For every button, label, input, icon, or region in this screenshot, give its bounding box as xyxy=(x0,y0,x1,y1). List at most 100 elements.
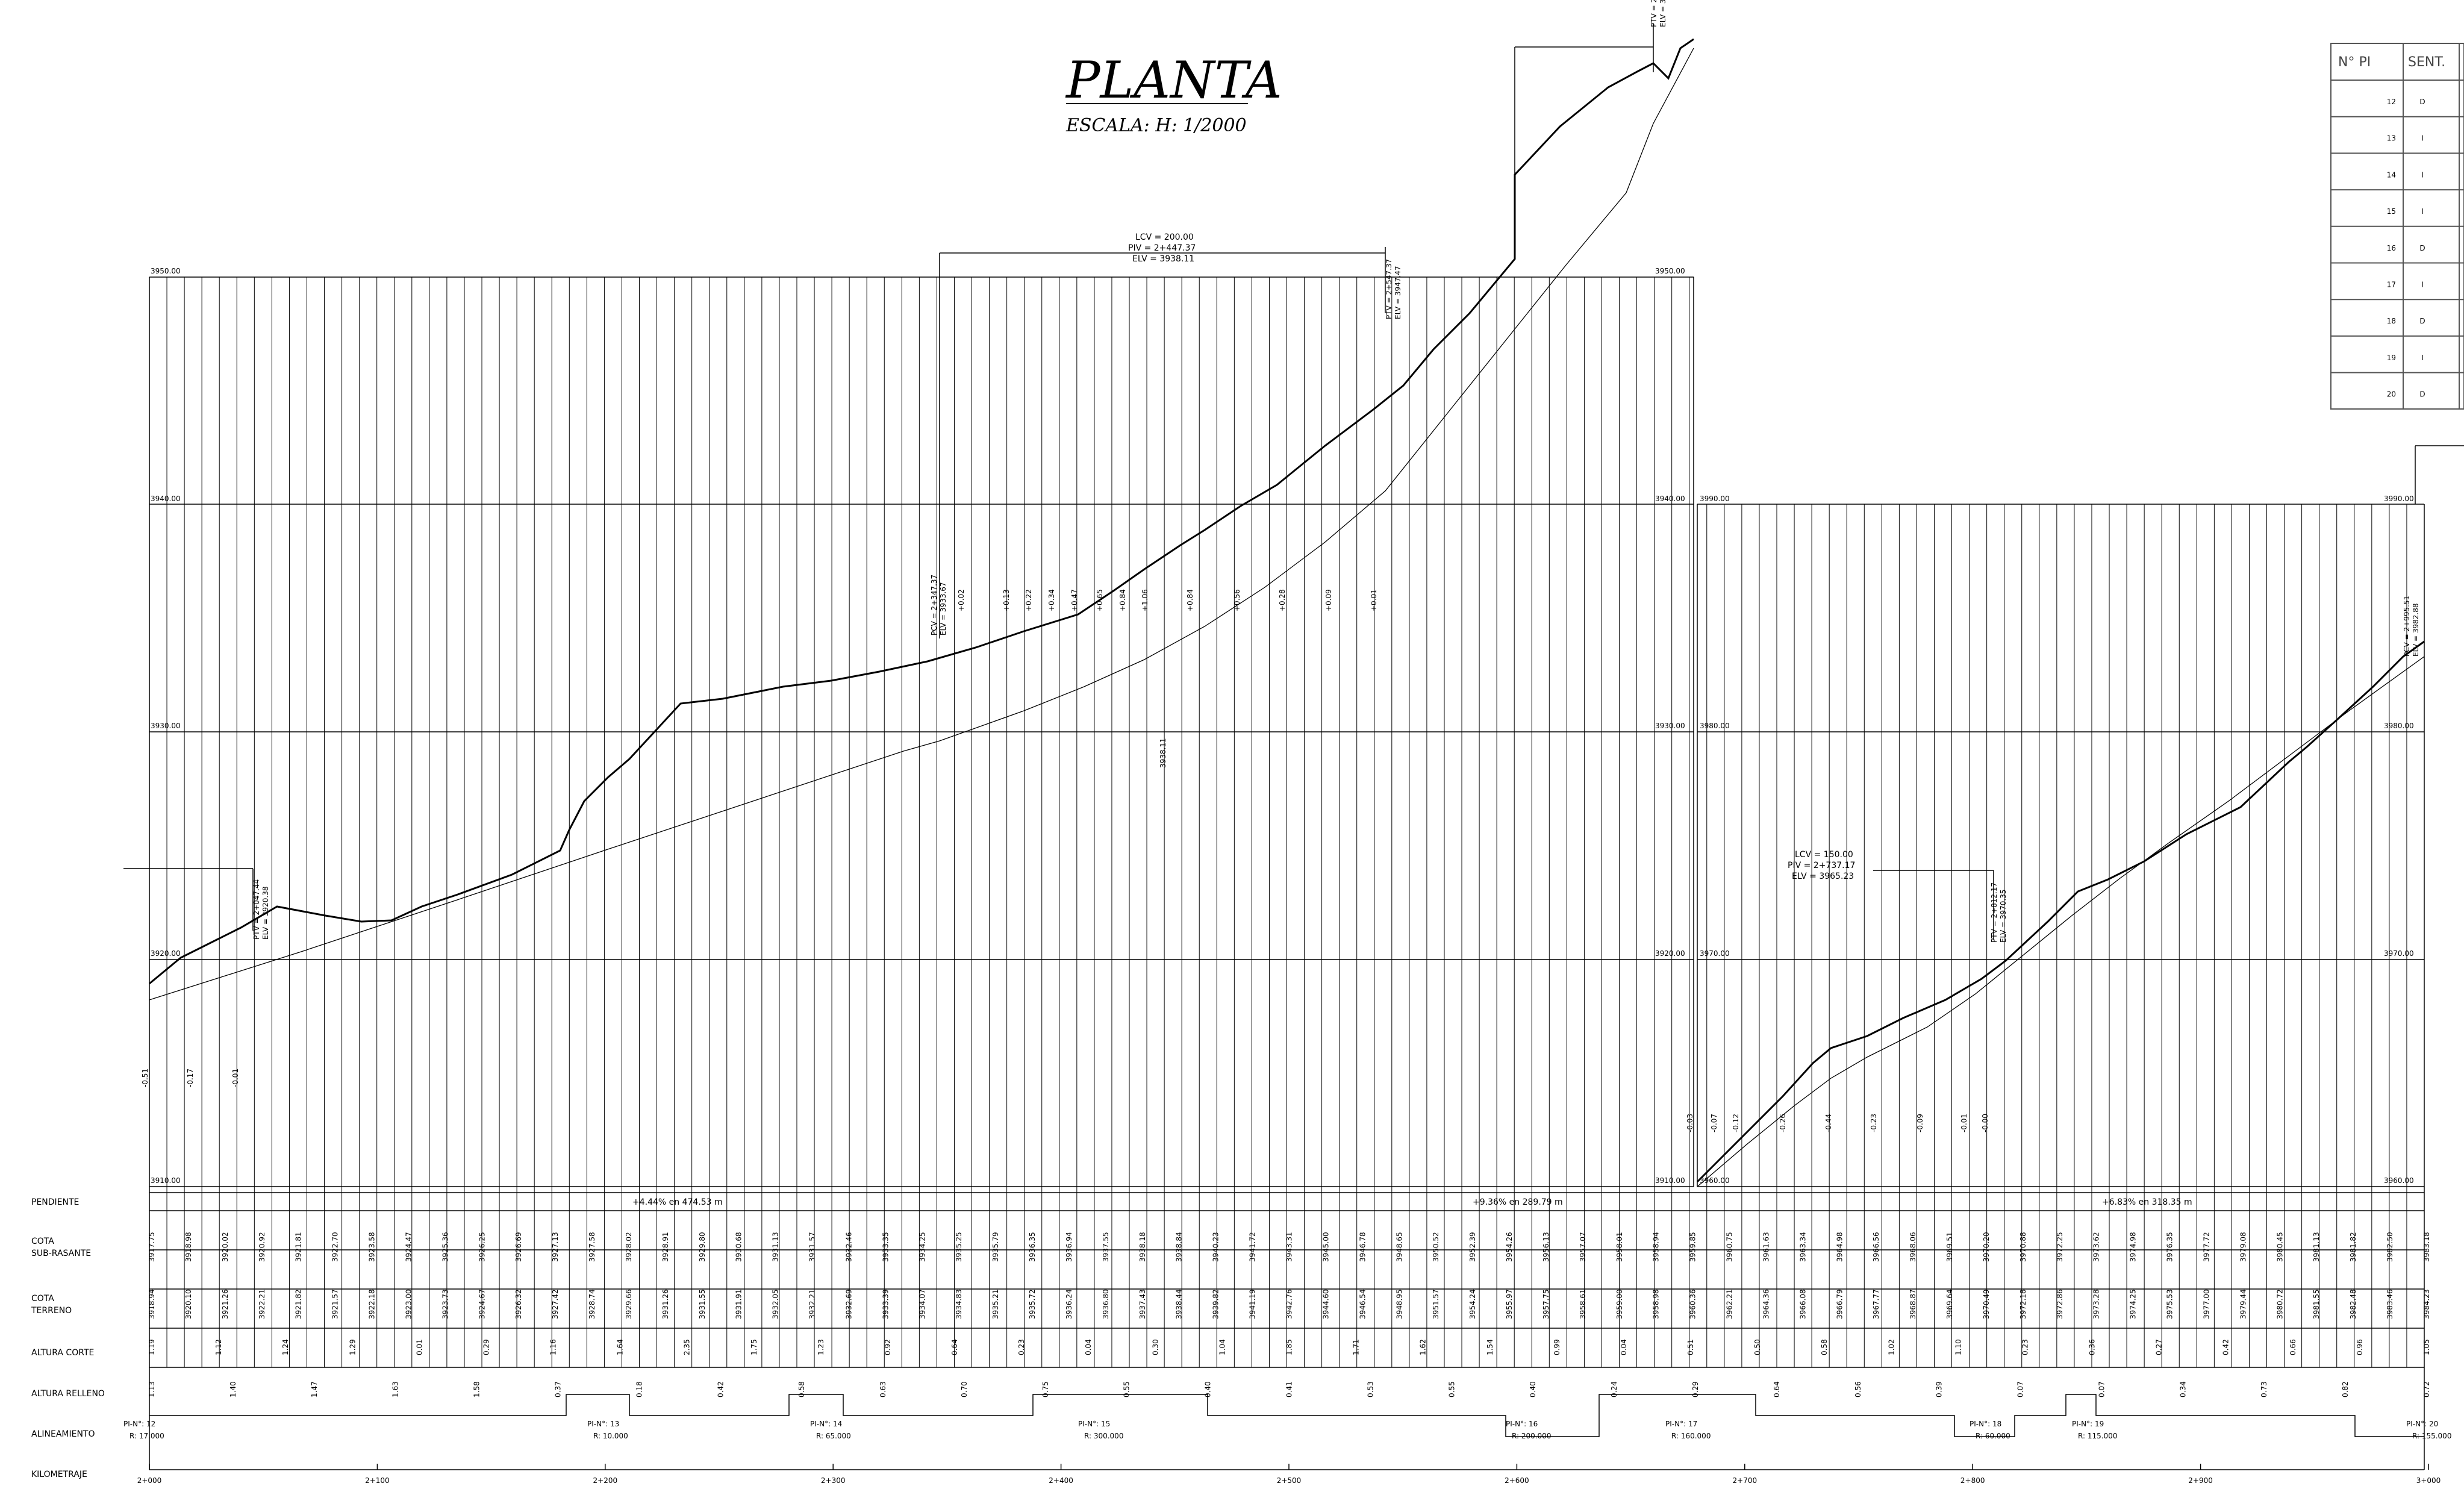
cota-subrasante-value: 3973.62 xyxy=(2092,1232,2101,1262)
curve-piv: PIV = 2+737.17 xyxy=(1788,861,1855,870)
cota-terreno-value: 3948.95 xyxy=(1395,1289,1403,1319)
cota-terreno-value: 3977.00 xyxy=(2202,1289,2210,1319)
label-kilometraje: KILOMETRAJE xyxy=(31,1470,87,1479)
cut-fill-mark: -0.12 xyxy=(1732,1114,1740,1132)
label-pendiente: PENDIENTE xyxy=(31,1197,79,1207)
altura-relleno-value: 0.41 xyxy=(1285,1381,1294,1397)
altura-relleno-value: 0.53 xyxy=(1366,1381,1374,1397)
cota-subrasante-value: 3948.65 xyxy=(1395,1232,1403,1262)
chainage-label: 2+300 xyxy=(821,1476,846,1485)
altura-relleno-value: 1.58 xyxy=(473,1381,481,1397)
vertical-curve-note: 3938.11 xyxy=(1159,738,1167,768)
altura-relleno-value: 0.73 xyxy=(2260,1381,2268,1397)
cota-subrasante-value: 3928.91 xyxy=(661,1232,670,1262)
cota-subrasante-value: 3938.84 xyxy=(1175,1232,1184,1262)
cota-subrasante-value: 3964.98 xyxy=(1835,1232,1844,1262)
cota-terreno-value: 3959.00 xyxy=(1615,1289,1624,1319)
cota-terreno-value: 3922.21 xyxy=(258,1289,266,1319)
slope-label: +4.44% en 474.53 m xyxy=(632,1197,723,1207)
cota-terreno-value: 3960.36 xyxy=(1689,1289,1697,1319)
cota-terreno-value: 3934.83 xyxy=(955,1289,963,1319)
altura-relleno-value: 0.29 xyxy=(1691,1381,1700,1397)
elevation-label: 3990.00 xyxy=(2384,495,2414,503)
cota-subrasante-value: 3977.72 xyxy=(2202,1232,2210,1262)
altura-corte-value: 2.35 xyxy=(683,1339,691,1355)
cota-subrasante-value: 3966.56 xyxy=(1872,1232,1880,1262)
cota-terreno-value: 3923.00 xyxy=(404,1289,413,1319)
chainage-label: 2+000 xyxy=(137,1476,162,1485)
altura-corte-value: 1.62 xyxy=(1419,1339,1427,1355)
cota-subrasante-value: 3968.06 xyxy=(1909,1232,1917,1262)
altura-relleno-value: 0.63 xyxy=(879,1381,887,1397)
cota-terreno-value: 3920.10 xyxy=(184,1289,193,1319)
vertical-curve-note: PCV = 2+995.51 xyxy=(2403,596,2411,657)
curve-elv: ELV = 3938.11 xyxy=(1132,254,1194,264)
chainage-label: 2+600 xyxy=(1505,1476,1529,1485)
elevation-label: 3960.00 xyxy=(2384,1176,2414,1185)
cota-subrasante-value: 3922.70 xyxy=(331,1232,340,1262)
cut-fill-mark: +0.28 xyxy=(1278,589,1287,611)
cota-subrasante-value: 3930.68 xyxy=(735,1232,743,1262)
cota-subrasante-value: 3981.13 xyxy=(2312,1232,2321,1262)
cota-terreno-value: 3933.39 xyxy=(881,1289,890,1319)
vertical-curve-note: PTV = 2+047.44 xyxy=(252,879,261,940)
label-altura-relleno: ALTURA RELLENO xyxy=(31,1389,105,1399)
cut-fill-mark: +0.65 xyxy=(1096,589,1104,611)
alignment-pi: PI-N°: 16 xyxy=(1506,1420,1538,1428)
alignment-radius: R: 10.000 xyxy=(593,1432,628,1440)
altura-corte-value: 1.10 xyxy=(1954,1339,1962,1355)
cota-subrasante-value: 3979.08 xyxy=(2239,1232,2247,1262)
pi-table-cell-pi: 13 xyxy=(2387,134,2396,143)
pi-table-cell-pi: 16 xyxy=(2387,244,2396,252)
cota-subrasante-value: 3974.98 xyxy=(2129,1232,2138,1262)
altura-relleno-value: 0.70 xyxy=(960,1381,968,1397)
cota-terreno-value: 3979.44 xyxy=(2239,1289,2247,1319)
altura-relleno-value: 0.39 xyxy=(1935,1381,1944,1397)
altura-relleno-value: 0.07 xyxy=(2016,1381,2025,1397)
cota-terreno-value: 3918.94 xyxy=(148,1289,156,1319)
cota-subrasante-value: 3934.25 xyxy=(918,1232,926,1262)
altura-relleno-value: 1.13 xyxy=(148,1381,156,1397)
label-alineamiento: ALINEAMIENTO xyxy=(31,1429,95,1439)
cota-subrasante-value: 3926.69 xyxy=(514,1232,523,1262)
altura-corte-value: 0.01 xyxy=(415,1339,423,1355)
curve-lcv: LCV = 200.00 xyxy=(1135,233,1194,242)
pi-table-cell-pi: 20 xyxy=(2387,390,2396,399)
cota-subrasante-value: 3982.50 xyxy=(2386,1232,2394,1262)
cota-terreno-value: 3975.53 xyxy=(2166,1289,2174,1319)
elevation-label: 3910.00 xyxy=(151,1176,181,1185)
alignment-radius: R: 200.000 xyxy=(1512,1432,1551,1440)
drawing-title: PLANTA xyxy=(1065,51,1282,110)
altura-corte-value: 0.04 xyxy=(1084,1339,1093,1355)
cota-terreno-value: 3966.08 xyxy=(1798,1289,1807,1319)
altura-corte-value: 0.64 xyxy=(950,1339,959,1355)
cota-terreno-value: 3923.73 xyxy=(441,1289,449,1319)
cota-terreno-value: 3983.46 xyxy=(2386,1289,2394,1319)
terrain-profile-right xyxy=(1696,640,2425,1183)
cota-subrasante-value: 3952.39 xyxy=(1468,1232,1477,1262)
cota-terreno-value: 3939.82 xyxy=(1212,1289,1220,1319)
pi-table-cell-sent: D xyxy=(2419,390,2425,399)
cut-fill-mark: +0.02 xyxy=(957,589,965,611)
altura-corte-value: 0.58 xyxy=(1820,1339,1829,1355)
cota-terreno-value: 3972.18 xyxy=(2019,1289,2027,1319)
cota-terreno-value: 3981.55 xyxy=(2312,1289,2321,1319)
altura-corte-value: 0.42 xyxy=(2222,1339,2230,1355)
cota-subrasante-value: 3926.25 xyxy=(478,1232,486,1262)
cota-terreno-value: 3934.07 xyxy=(918,1289,926,1319)
cota-terreno-value: 3955.97 xyxy=(1505,1289,1514,1319)
pi-table-header-sent: SENT. xyxy=(2408,55,2445,70)
altura-relleno-value: 0.18 xyxy=(635,1381,643,1397)
cut-fill-mark: -0.17 xyxy=(186,1069,195,1087)
elevation-label: 3980.00 xyxy=(1700,722,1730,730)
pi-table-cell-pi: 15 xyxy=(2387,207,2396,216)
cota-terreno-value: 3932.05 xyxy=(772,1289,780,1319)
altura-corte-value: 0.92 xyxy=(884,1339,892,1355)
slope-labels: +4.44% en 474.53 m +9.36% en 289.79 m +6… xyxy=(632,1197,2192,1207)
chainage-label: 2+200 xyxy=(593,1476,618,1485)
cota-terreno-value: 3936.24 xyxy=(1065,1289,1073,1319)
grade-line-right xyxy=(1697,656,2425,1187)
pi-table-cell-sent: I xyxy=(2421,134,2424,143)
